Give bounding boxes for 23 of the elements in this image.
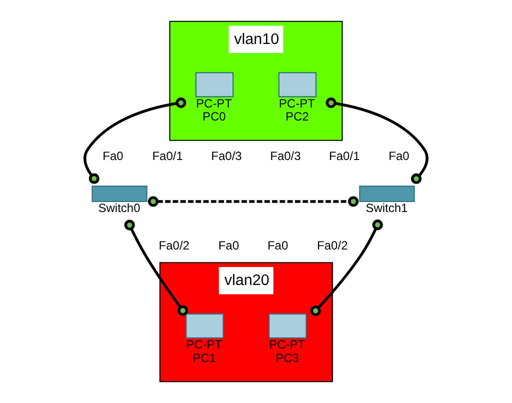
label: Fa0/2 — [317, 238, 348, 252]
label: Fa0/3 — [270, 148, 301, 163]
connector — [310, 220, 383, 316]
node-label: PC-PT — [196, 96, 232, 110]
node-label: Switch1 — [366, 201, 408, 216]
node-label: Switch0 — [98, 201, 140, 216]
node-label: PC2 — [285, 110, 309, 124]
label: Fa0/2 — [158, 238, 190, 252]
label: Fa0 — [388, 148, 410, 163]
connector — [148, 196, 359, 207]
node-label: PC1 — [192, 350, 216, 365]
label: Fa0 — [102, 148, 124, 163]
connector — [124, 220, 188, 316]
label: Fa0/1 — [152, 148, 183, 163]
label: Fa0 — [218, 238, 240, 252]
label: Fa0/1 — [329, 148, 360, 163]
node-label: PC3 — [276, 350, 299, 365]
node-label: PC-PT — [278, 96, 315, 110]
node-label: PC0 — [202, 110, 226, 124]
label: Fa0 — [267, 238, 288, 252]
label: Fa0/3 — [211, 148, 242, 163]
node-label: PC-PT — [186, 338, 222, 352]
node-label: PC-PT — [269, 338, 306, 352]
